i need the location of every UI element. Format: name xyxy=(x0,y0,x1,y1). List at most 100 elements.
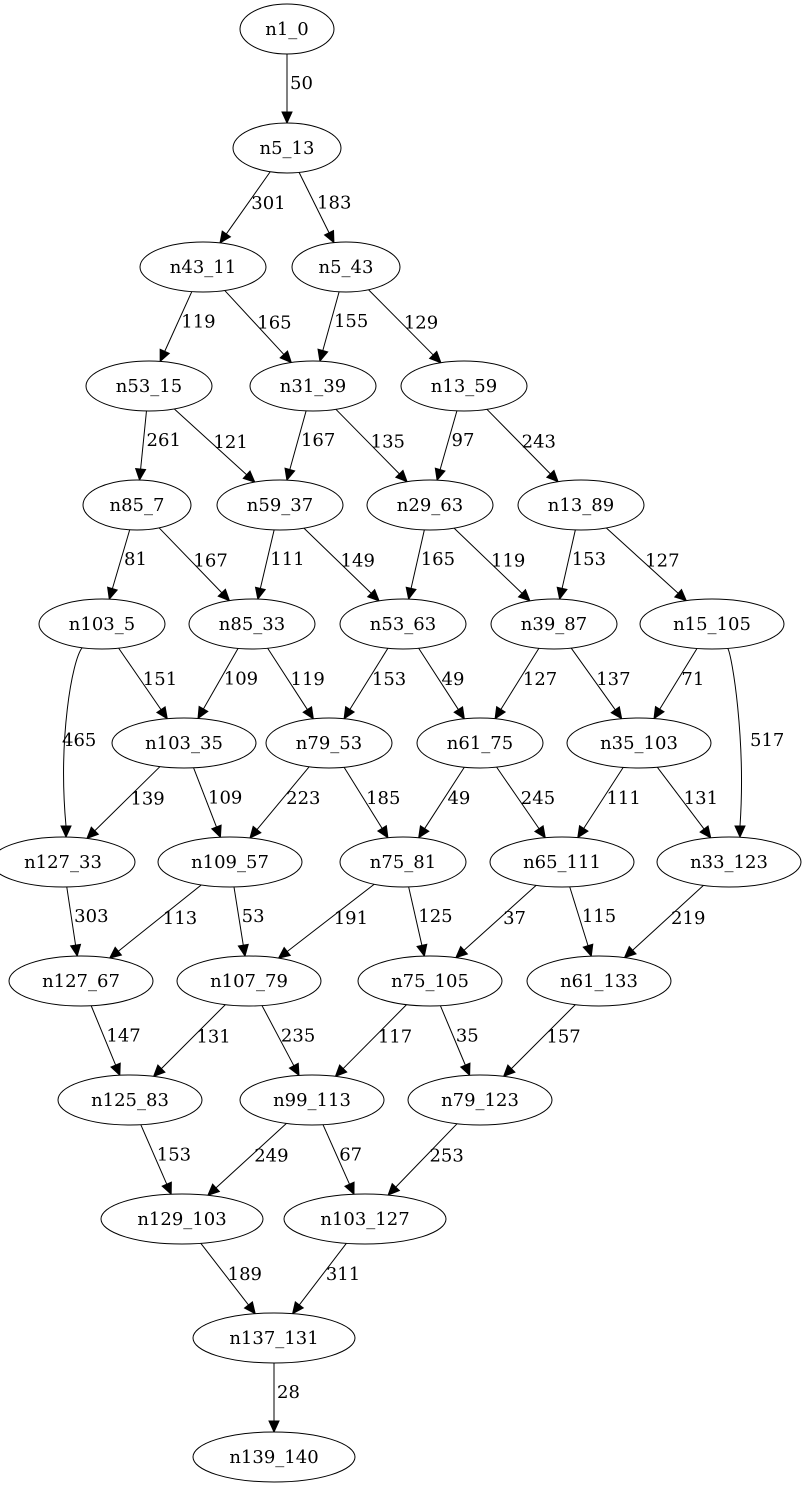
arrowhead-icon xyxy=(418,824,430,839)
edge-weight-label: 71 xyxy=(681,669,704,690)
edge-line xyxy=(298,172,330,234)
edge-n85_33-to-n79_53: 119 xyxy=(267,647,325,720)
node-ellipse xyxy=(339,598,467,650)
edge-line xyxy=(335,408,400,475)
edge-line xyxy=(289,410,307,470)
edge-line xyxy=(267,647,308,710)
edge-line xyxy=(659,648,698,710)
node-label: n13_89 xyxy=(548,495,614,516)
edge-line xyxy=(66,886,77,946)
arrowhead-icon xyxy=(155,705,168,720)
edge-line xyxy=(656,766,705,830)
node-ellipse xyxy=(157,836,303,888)
edge-line xyxy=(500,648,540,710)
node-ellipse xyxy=(192,1312,356,1364)
edge-line xyxy=(410,529,425,589)
edge-line xyxy=(118,647,162,710)
arrowhead-icon xyxy=(279,350,293,364)
arrowhead-icon xyxy=(323,229,335,244)
edge-n75_81-to-n75_105: 125 xyxy=(408,886,453,958)
edge-n5_13-to-n43_11: 301 xyxy=(219,171,286,244)
edge-n107_79-to-n125_83: 131 xyxy=(152,1004,231,1078)
edge-line xyxy=(224,290,285,355)
edge-line xyxy=(453,527,523,594)
node-label: n53_15 xyxy=(116,376,182,397)
arrowhead-icon xyxy=(428,350,442,364)
edge-n29_63-to-n39_87: 119 xyxy=(453,527,531,602)
node-n137_131: n137_131 xyxy=(192,1312,356,1364)
edge-n137_131-to-n139_140: 28 xyxy=(268,1363,300,1434)
edge-weight-label: 465 xyxy=(62,730,96,751)
edge-weight-label: 151 xyxy=(143,669,177,690)
edge-weight-label: 219 xyxy=(671,908,705,929)
edge-n103_5-to-n103_35: 151 xyxy=(118,647,177,720)
node-ellipse xyxy=(566,717,712,769)
edge-n129_103-to-n137_131: 189 xyxy=(200,1243,262,1315)
edge-n15_105-to-n35_103: 71 xyxy=(653,648,704,720)
edge-n99_113-to-n103_127: 67 xyxy=(322,1124,362,1196)
node-n15_105: n15_105 xyxy=(639,598,785,650)
edge-n127_67-to-n125_83: 147 xyxy=(90,1005,141,1077)
edge-weight-label: 111 xyxy=(606,788,640,809)
edge-line xyxy=(511,1004,576,1069)
edge-n31_39-to-n59_37: 167 xyxy=(284,410,335,482)
node-ellipse xyxy=(517,479,645,531)
node-n127_33: n127_33 xyxy=(0,836,136,888)
edge-weight-label: 119 xyxy=(491,551,525,572)
edge-weight-label: 131 xyxy=(196,1027,230,1048)
edge-n103_127-to-n137_131: 311 xyxy=(291,1243,360,1315)
node-ellipse xyxy=(357,955,503,1007)
node-ellipse xyxy=(407,1074,553,1126)
edge-weight-label: 155 xyxy=(334,311,368,332)
arrowhead-icon xyxy=(577,824,589,839)
node-n103_5: n103_5 xyxy=(38,598,166,650)
arrowhead-icon xyxy=(556,586,568,601)
node-ellipse xyxy=(291,241,401,293)
edge-weight-label: 517 xyxy=(750,730,784,751)
edge-weight-label: 167 xyxy=(193,550,227,571)
edge-n75_105-to-n99_113: 117 xyxy=(334,1004,412,1078)
edge-weight-label: 37 xyxy=(503,908,526,929)
arrowhead-icon xyxy=(394,469,408,483)
arrowhead-icon xyxy=(159,348,171,363)
node-n61_133: n61_133 xyxy=(526,955,672,1007)
edge-line xyxy=(439,410,458,470)
node-label: n75_81 xyxy=(370,852,436,873)
edge-line xyxy=(463,884,537,951)
edge-n109_57-to-n127_67: 113 xyxy=(108,884,202,959)
node-n59_37: n59_37 xyxy=(216,479,344,531)
edge-weight-label: 235 xyxy=(281,1026,315,1047)
node-ellipse xyxy=(239,3,335,55)
edge-n43_11-to-n53_15: 119 xyxy=(159,291,216,363)
arrowhead-icon xyxy=(60,825,72,839)
edge-n99_113-to-n129_103: 249 xyxy=(206,1123,289,1197)
edge-n79_53-to-n75_81: 185 xyxy=(343,767,400,839)
edge-line xyxy=(215,1123,287,1189)
arrowhead-icon xyxy=(242,470,256,483)
edge-n61_133-to-n79_123: 157 xyxy=(502,1004,581,1078)
node-n79_53: n79_53 xyxy=(265,717,393,769)
node-ellipse xyxy=(38,598,166,650)
edge-line xyxy=(408,886,423,946)
arrowhead-icon xyxy=(291,1301,305,1315)
edge-n85_33-to-n103_35: 109 xyxy=(197,648,258,720)
node-label: n35_103 xyxy=(600,733,678,754)
node-n103_127: n103_127 xyxy=(283,1193,447,1245)
node-n127_67: n127_67 xyxy=(8,955,154,1007)
node-ellipse xyxy=(0,836,136,888)
node-label: n1_0 xyxy=(265,19,309,40)
arrowhead-icon xyxy=(699,825,712,839)
edge-n35_103-to-n65_111: 111 xyxy=(577,767,641,839)
arrowhead-icon xyxy=(69,943,82,958)
node-n13_89: n13_89 xyxy=(517,479,645,531)
node-ellipse xyxy=(489,836,635,888)
edge-line xyxy=(90,1005,117,1066)
node-ellipse xyxy=(139,241,267,293)
edge-line xyxy=(303,527,372,594)
arrowhead-icon xyxy=(161,1181,172,1196)
edge-line xyxy=(561,529,576,589)
edge-weight-label: 97 xyxy=(452,430,475,451)
edge-weight-label: 81 xyxy=(124,549,147,570)
node-label: n15_105 xyxy=(673,614,751,635)
arrowhead-icon xyxy=(582,943,594,958)
